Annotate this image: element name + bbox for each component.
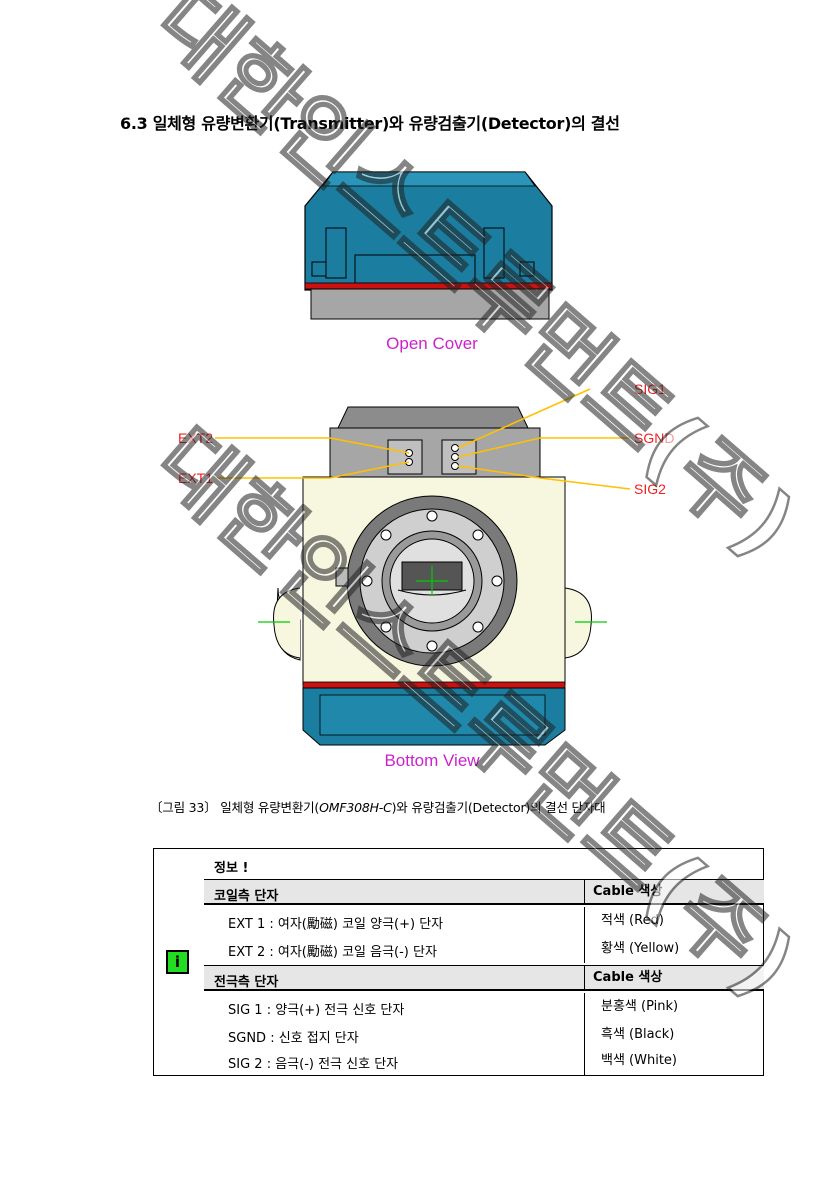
terminal-description: SGND : 신호 접지 단자 [228, 1031, 359, 1046]
info-title: 정보 ! [214, 861, 249, 876]
table-row: SIG 1 : 양극(+) 전극 신호 단자 분홍색 (Pink) [204, 993, 764, 1021]
terminal-label-ext1: EXT1 [178, 470, 213, 486]
detector-body [258, 476, 607, 746]
figure-caption: 〔그림 33〕 일체형 유량변환기(OMF308H-C)와 유량검출기(Dete… [150, 797, 606, 816]
section-heading: 6.3 일체형 유량변환기(Transmitter)와 유량검출기(Detect… [120, 114, 620, 133]
table-row: SGND : 신호 접지 단자 흑색 (Black) [204, 1021, 764, 1049]
table-row: EXT 2 : 여자(勵磁) 코일 음극(-) 단자 황색 (Yellow) [204, 935, 764, 963]
table-row: SIG 2 : 음극(-) 전극 신호 단자 백색 (White) [204, 1047, 764, 1075]
electrode-cable-color-header: Cable 색상 [584, 966, 662, 990]
caption-suffix: )와 유량검출기(Detector)의 결선 단자대 [391, 800, 606, 815]
caption-prefix: 〔그림 33〕 일체형 유량변환기( [150, 800, 320, 815]
wire-lines [215, 388, 631, 490]
bottom-view-label: Bottom View [384, 751, 480, 770]
terminal-description: SIG 1 : 양극(+) 전극 신호 단자 [228, 1003, 405, 1018]
coil-section-header: 코일측 단자 Cable 색상 [204, 879, 764, 905]
terminal-description: EXT 2 : 여자(勵磁) 코일 음극(-) 단자 [228, 945, 437, 960]
terminal-label-ext2: EXT2 [178, 430, 213, 446]
info-icon: i [166, 950, 189, 974]
info-box: i 정보 ! 코일측 단자 Cable 색상 EXT 1 : 여자(勵磁) 코일… [153, 848, 764, 1076]
open-cover-drawing [304, 171, 553, 320]
caption-model: OMF308H-C [319, 800, 392, 815]
open-cover-label: Open Cover [386, 334, 478, 353]
terminal-description: EXT 1 : 여자(勵磁) 코일 양극(+) 단자 [228, 917, 444, 932]
cable-color: 백색 (White) [584, 1047, 677, 1075]
electrode-section-header: 전극측 단자 Cable 색상 [204, 965, 764, 991]
terminal-description: SIG 2 : 음극(-) 전극 신호 단자 [228, 1057, 399, 1072]
table-row: EXT 1 : 여자(勵磁) 코일 양극(+) 단자 적색 (Red) [204, 907, 764, 935]
cable-color: 흑색 (Black) [584, 1021, 674, 1049]
coil-section-title: 코일측 단자 [214, 889, 279, 904]
terminal-label-sig1: SIG1 [634, 381, 666, 397]
cable-color: 적색 (Red) [584, 907, 664, 935]
terminal-label-sig2: SIG2 [634, 481, 666, 497]
coil-cable-color-header: Cable 색상 [584, 880, 662, 904]
electrode-section-title: 전극측 단자 [214, 975, 279, 990]
terminal-label-sgnd: SGND [634, 430, 674, 446]
cable-color: 황색 (Yellow) [584, 935, 679, 963]
cable-color: 분홍색 (Pink) [584, 993, 678, 1021]
